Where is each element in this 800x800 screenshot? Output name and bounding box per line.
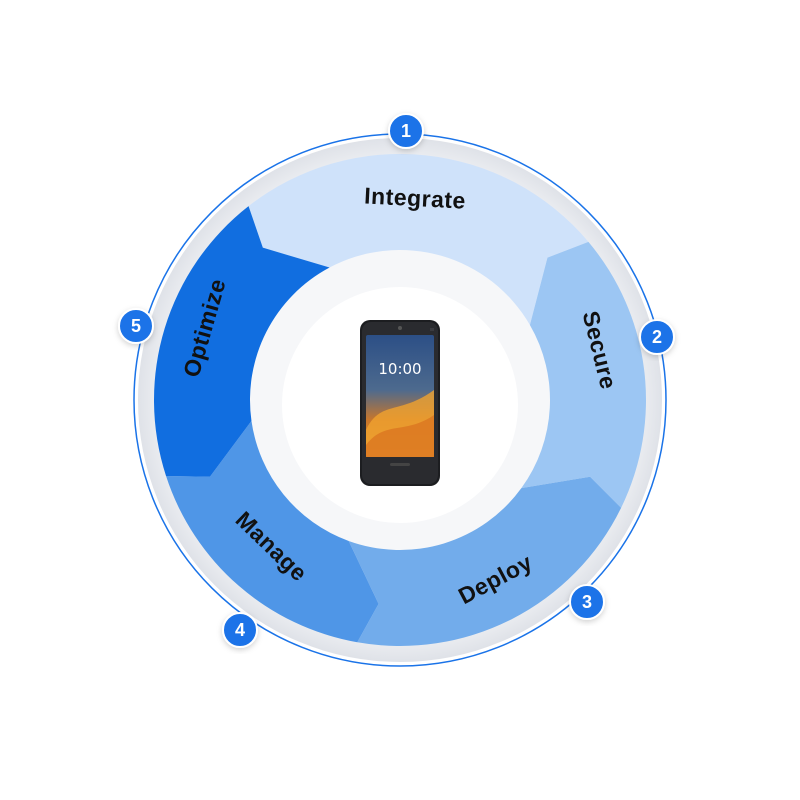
step-label-integrate: Integrate bbox=[364, 182, 467, 213]
svg-text:2: 2 bbox=[652, 327, 662, 347]
segment-optimize bbox=[153, 206, 330, 477]
svg-text:3: 3 bbox=[582, 592, 592, 612]
clock-text: 10:00 bbox=[378, 360, 421, 378]
step-badge-1: 1 bbox=[388, 113, 424, 149]
segment-deploy bbox=[348, 476, 622, 646]
segment-manage bbox=[166, 420, 379, 643]
step-badge-4: 4 bbox=[222, 612, 258, 648]
svg-text:4: 4 bbox=[235, 620, 245, 640]
step-badge-5: 5 bbox=[118, 308, 154, 344]
segment-secure bbox=[521, 241, 646, 508]
smartphone-icon: 10:00 bbox=[360, 320, 440, 486]
step-badge-3: 3 bbox=[569, 584, 605, 620]
svg-text:5: 5 bbox=[131, 316, 141, 336]
segment-integrate bbox=[248, 153, 589, 325]
svg-text:1: 1 bbox=[401, 121, 411, 141]
segments bbox=[153, 153, 646, 646]
step-badge-2: 2 bbox=[639, 319, 675, 355]
